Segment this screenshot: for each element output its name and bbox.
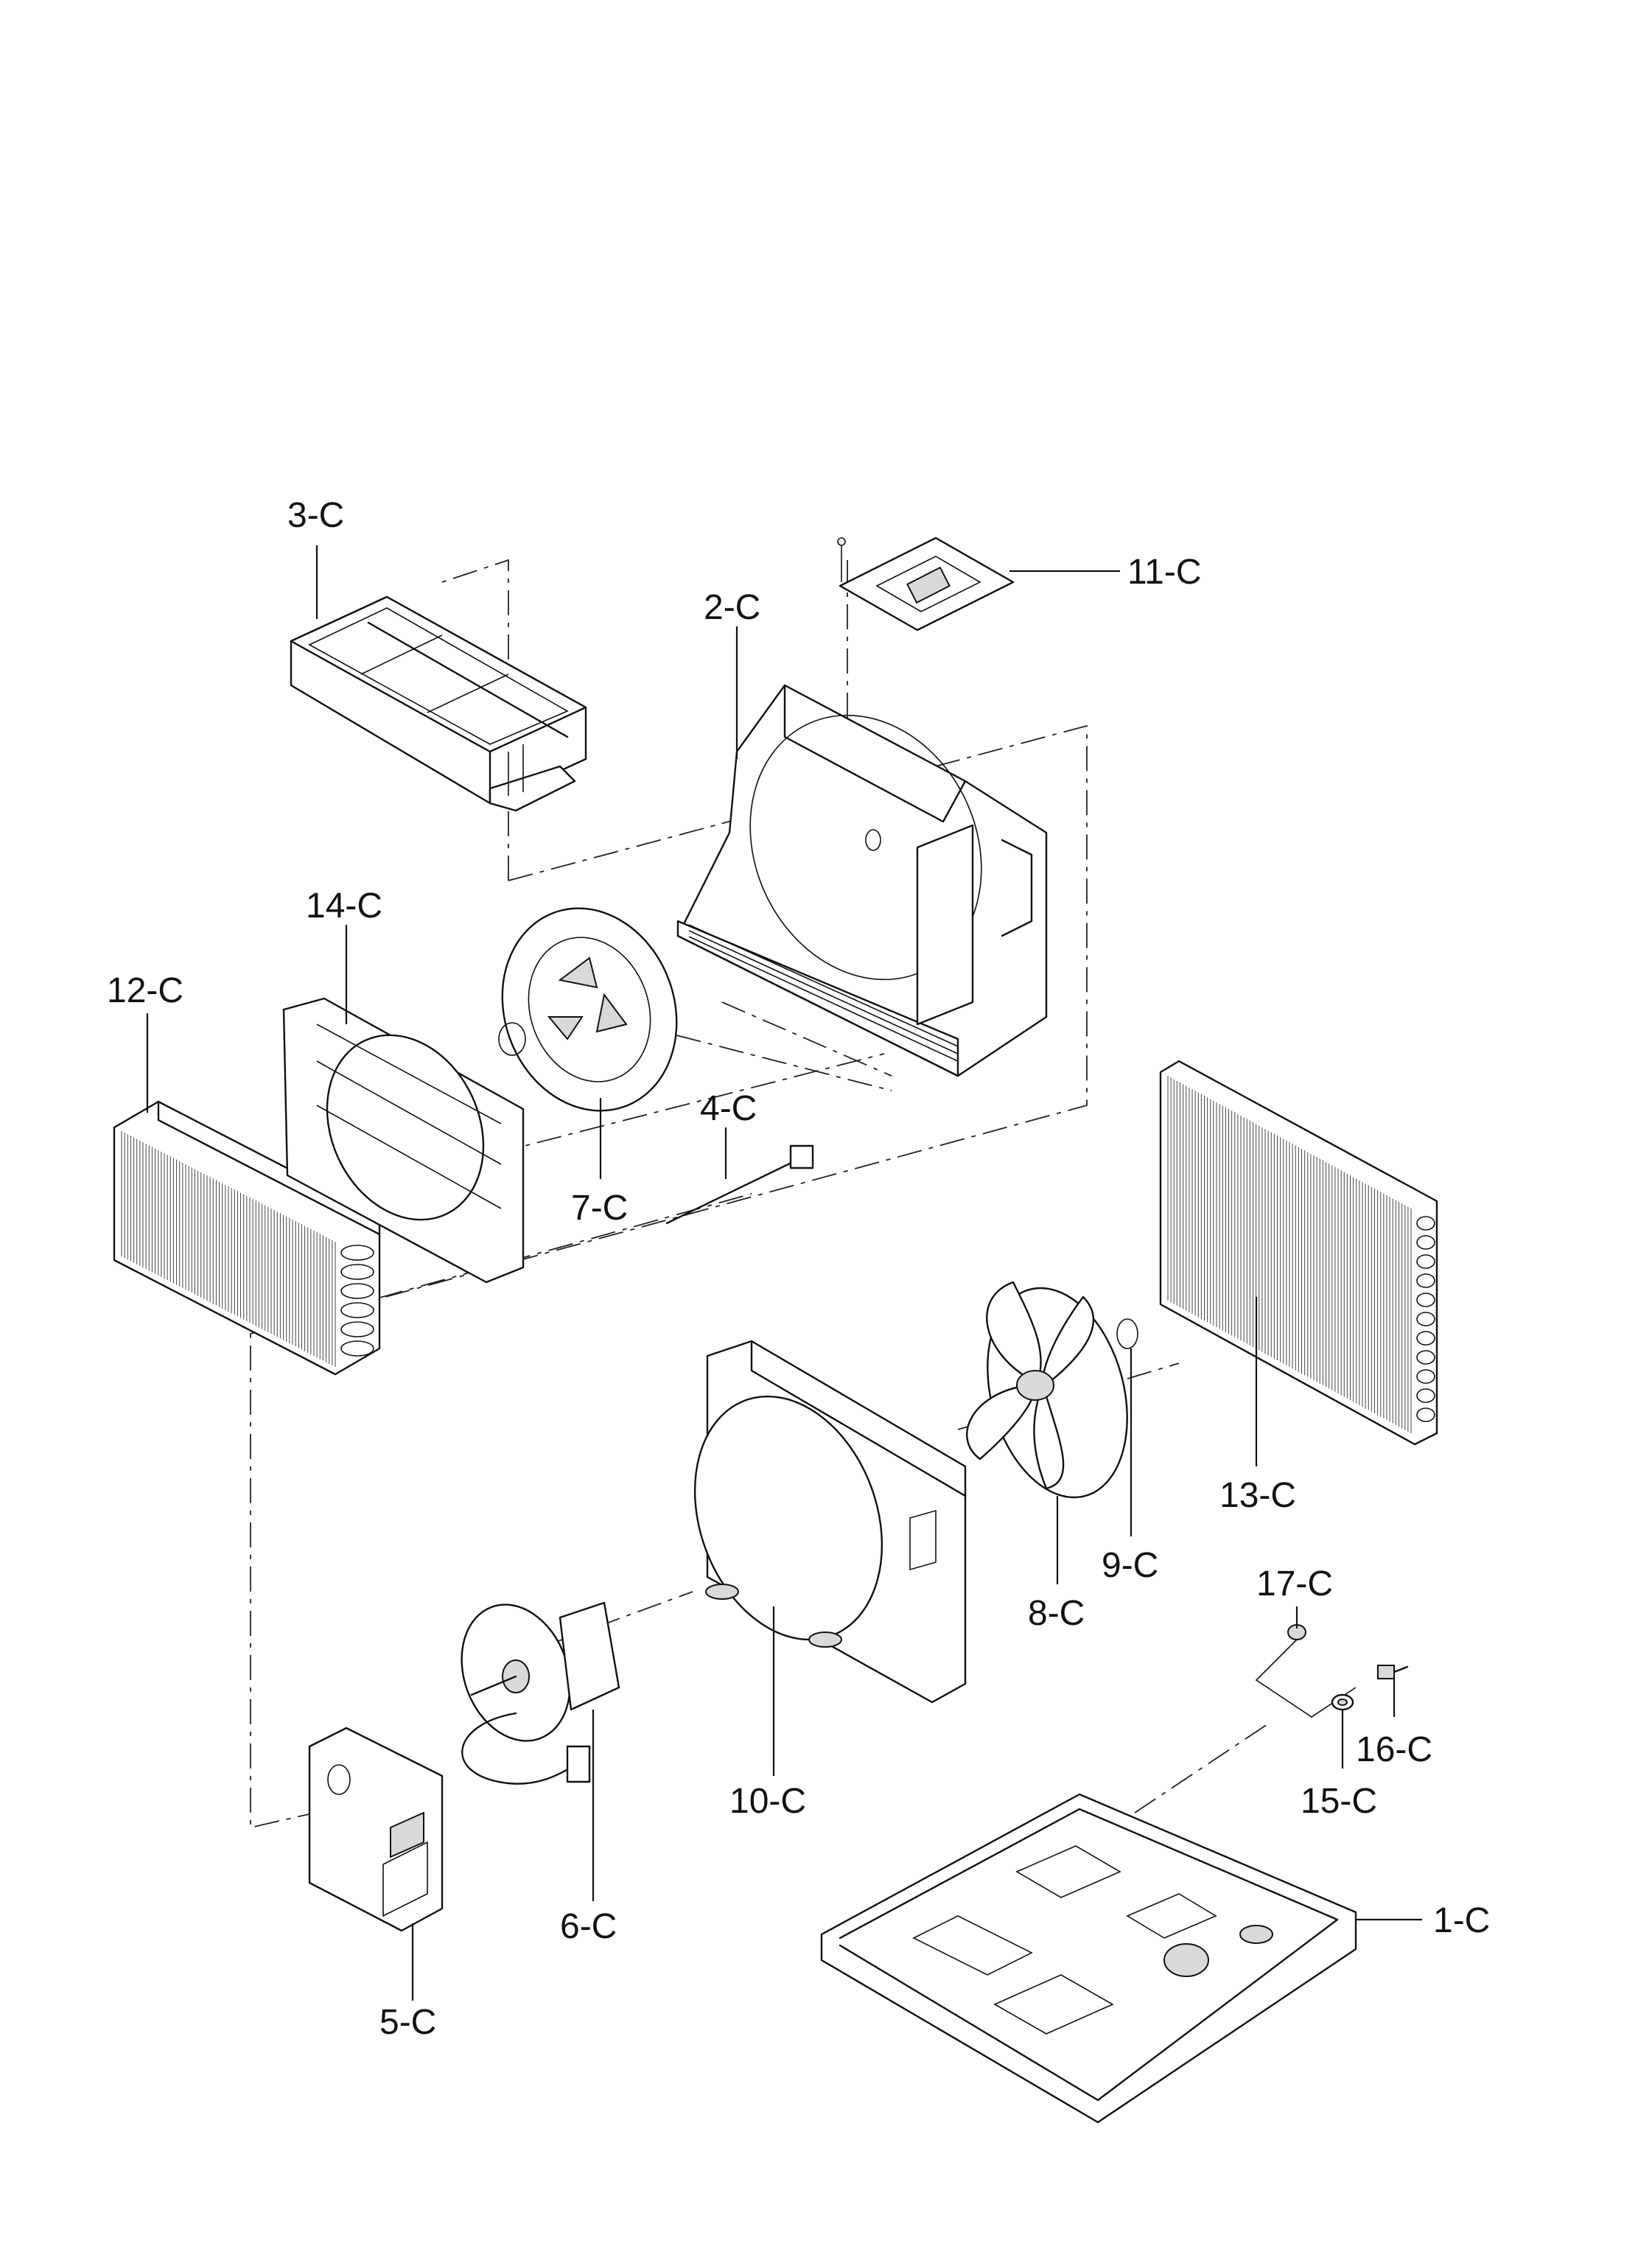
part-10c-fan-shroud (693, 1340, 967, 1704)
hardware-group (1255, 1624, 1409, 1718)
label-5-c: 5-C (379, 2003, 436, 2042)
label-4-c: 4-C (700, 1089, 757, 1128)
part-7c-blower-wheel (498, 907, 678, 1112)
part-6c-fan-motor (461, 1601, 620, 1785)
part-14c-orifice-panel (282, 997, 525, 1284)
label-16-c: 16-C (1356, 1730, 1432, 1769)
label-2-c: 2-C (704, 588, 760, 627)
part-4c-sensor-rod (665, 1144, 814, 1225)
part-5c-motor-bracket (308, 1727, 444, 1932)
label-3-c: 3-C (287, 496, 344, 535)
part-13c-condenser-coil (1159, 1060, 1438, 1446)
part-12c-evaporator-coil (113, 1100, 381, 1376)
label-10-c: 10-C (729, 1782, 806, 1821)
part-3c-filter-housing (290, 595, 587, 812)
part-2c-blower-housing (676, 684, 1048, 1077)
label-1-c: 1-C (1433, 1901, 1490, 1940)
label-7-c: 7-C (571, 1189, 628, 1228)
label-17-c: 17-C (1256, 1564, 1333, 1603)
label-9-c: 9-C (1102, 1546, 1158, 1585)
part-1c-base-pan (820, 1793, 1357, 2124)
label-11-c: 11-C (1127, 553, 1201, 592)
part-8c-axial-fan (966, 1281, 1138, 1499)
leader-lines (146, 545, 1422, 2001)
label-8-c: 8-C (1028, 1594, 1085, 1633)
label-14-c: 14-C (306, 886, 382, 926)
label-15-c: 15-C (1301, 1782, 1377, 1821)
part-11c-bracket-plate (837, 536, 1015, 632)
part-labels: 3-C 11-C 2-C 14-C 12-C 4-C 7-C 13-C 9-C … (107, 496, 1490, 2042)
label-13-c: 13-C (1219, 1476, 1296, 1515)
label-12-c: 12-C (107, 971, 183, 1010)
label-6-c: 6-C (560, 1907, 617, 1946)
